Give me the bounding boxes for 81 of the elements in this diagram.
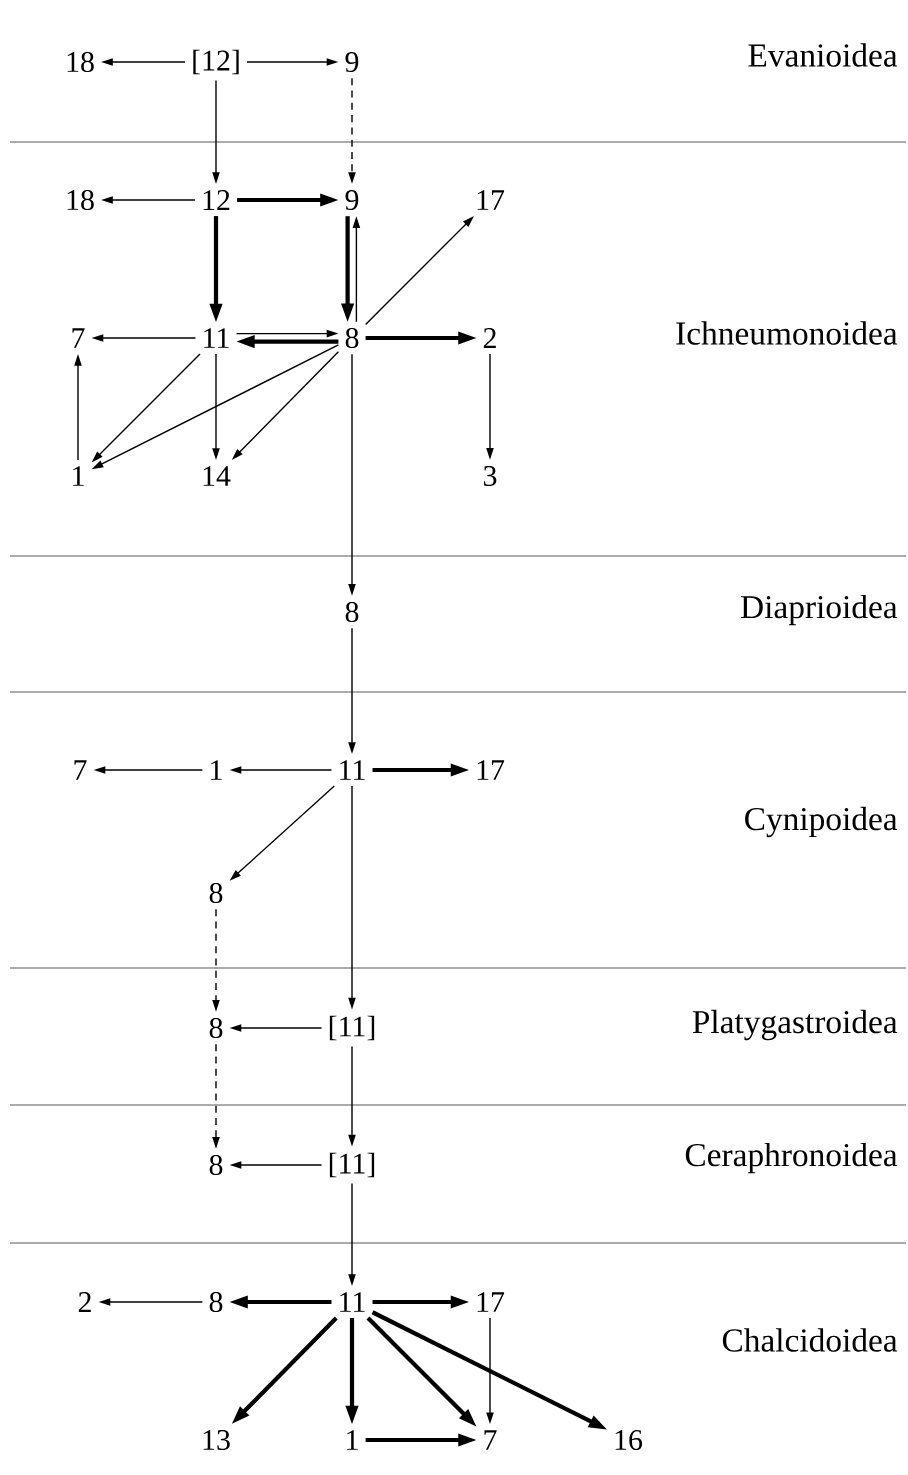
arrow [352,216,361,323]
taxon-number: [11] [329,1152,375,1178]
arrow [372,1295,469,1309]
arrow [345,1318,359,1424]
arrow [229,785,335,881]
taxon-number: 7 [74,760,87,780]
arrow [229,1295,332,1309]
taxon-number: 14 [203,466,231,486]
taxon-number: 7 [484,1430,497,1450]
superfamily-label: Chalcidoidea [722,1328,898,1352]
arrow [231,1316,338,1424]
arrow [348,1182,356,1286]
arrow [212,1043,220,1149]
arrow [364,216,474,326]
arrow [371,1310,607,1430]
taxon-number: 8 [209,882,223,904]
arrow [365,1433,477,1447]
superfamily-label: Ceraphronoidea [685,1142,898,1174]
arrow [93,766,204,774]
taxon-number: 13 [203,1429,230,1451]
arrow [229,1161,323,1169]
arrow [235,329,339,338]
taxon-number: 3 [483,465,497,487]
arrow [74,353,82,461]
taxon-number: [12] [193,49,239,75]
superfamily-label: Cynipoidea [745,806,898,838]
arrow [237,193,339,207]
superfamily-label: Evanioidea [748,43,898,67]
taxon-number: 17 [477,1292,505,1312]
taxon-number: [11] [329,1015,375,1041]
taxon-number: 9 [345,51,359,73]
arrow [101,58,186,66]
arrow [372,763,469,777]
arrow [209,216,223,322]
taxon-number: 1 [211,760,222,780]
taxon-number: 11 [204,328,229,348]
taxon-number: 8 [345,327,359,349]
taxon-number: 18 [67,189,94,211]
arrow [229,766,333,774]
arrow [366,1316,477,1427]
arrow [101,196,196,204]
taxon-number: 11 [340,1292,365,1312]
arrow [365,331,477,345]
arrow [212,79,220,184]
arrow [231,351,340,460]
taxon-number: 17 [477,190,505,210]
taxon-number: 2 [78,1292,91,1312]
arrow [212,353,220,460]
arrow [348,353,356,596]
taxon-number: 9 [345,189,359,211]
taxon-number: 8 [345,601,359,623]
taxon-number: 7 [72,328,85,348]
arrow [212,908,220,1012]
superfamily-label: Platygastroidea [692,1009,898,1041]
taxon-number: 8 [209,1154,223,1176]
arrow [486,353,494,460]
taxon-number: 12 [203,190,230,210]
taxon-number: 1 [347,1430,358,1450]
arrow [91,344,340,470]
arrow [91,353,201,463]
taxon-number: 1 [73,466,84,486]
arrow [98,1298,204,1306]
taxon-number: 8 [209,1291,223,1313]
taxon-number: 2 [483,328,496,348]
arrow [229,1024,323,1032]
taxon-number: 18 [67,51,94,73]
arrow [236,334,339,349]
taxon-number: 16 [615,1429,643,1451]
taxon-number: 11 [340,760,365,780]
taxon-number: 17 [477,760,505,780]
arrow [486,1317,494,1425]
taxon-number: 8 [209,1017,223,1039]
arrow [348,785,356,1010]
arrow [341,216,355,322]
superfamily-label: Ichneumonoidea [676,321,898,345]
arrow [91,334,197,342]
superfamily-label: Diaprioidea [741,594,898,626]
arrow [348,1045,356,1147]
arrow [348,77,356,184]
arrow [348,627,356,754]
arrow [246,58,339,66]
